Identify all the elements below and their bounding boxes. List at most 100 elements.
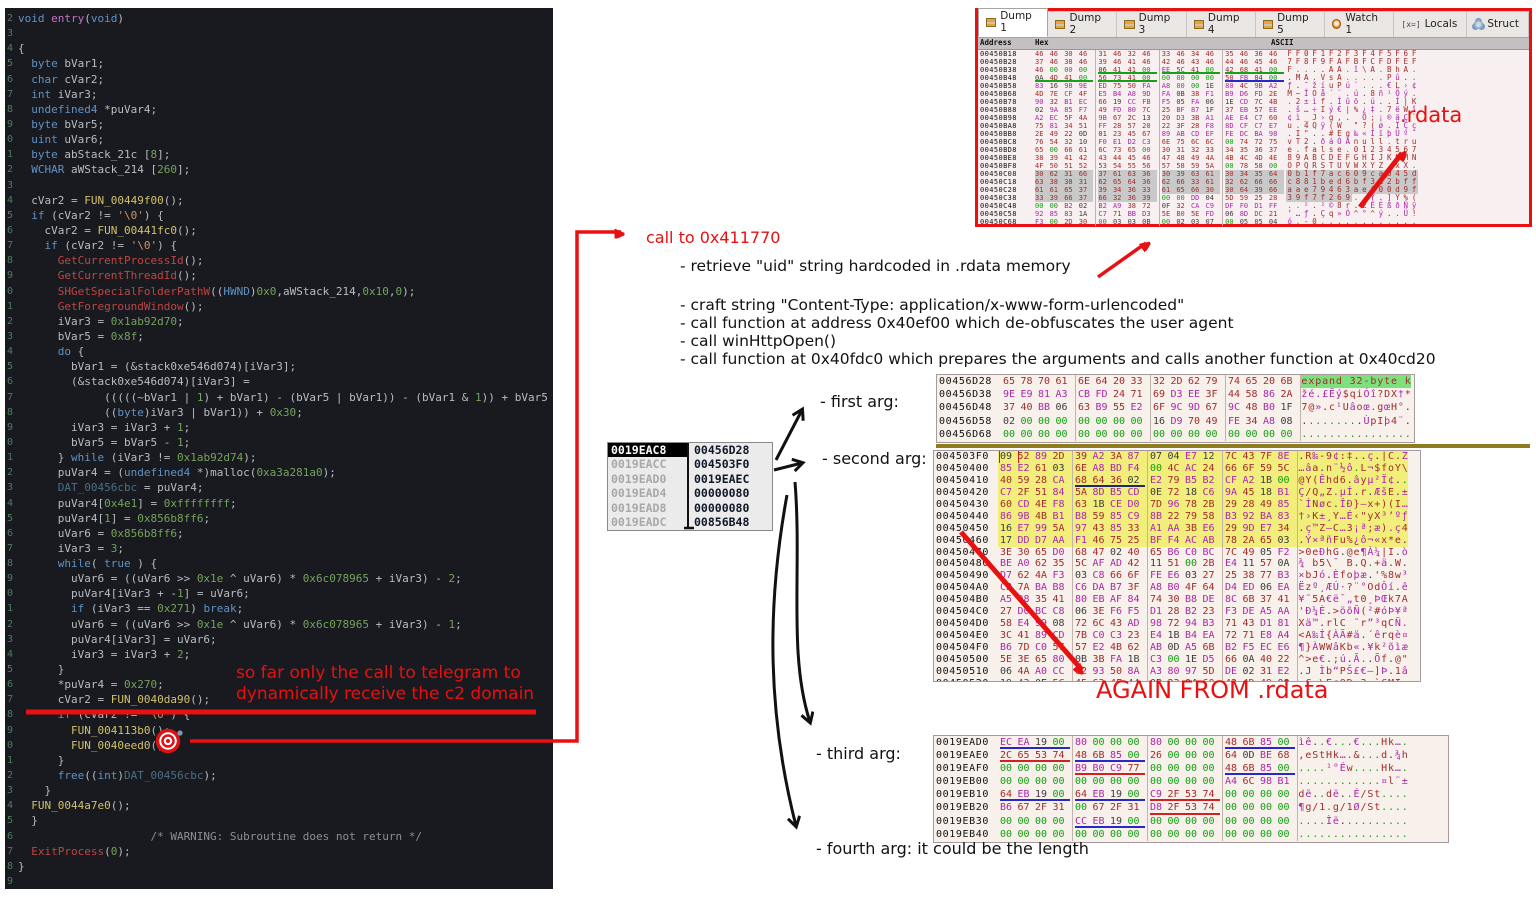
tab-locals[interactable]: [x=]Locals <box>1394 11 1468 37</box>
code-line[interactable]: 4 do { <box>7 345 85 359</box>
code-line[interactable]: 9 GetCurrentThreadId(); <box>7 269 197 283</box>
code-line[interactable]: 8 if (cVar2 != '\0') { <box>7 708 191 722</box>
code-line[interactable]: 4{ <box>7 42 25 56</box>
code-line[interactable]: 6 (&stack0xe546d074)[iVar3] = <box>7 375 250 389</box>
tab-dump-1[interactable]: Dump 1 <box>978 8 1049 37</box>
code-line[interactable]: 7 (((((~bVar1 | 1) + bVar1) - (bVar5 | b… <box>7 390 548 404</box>
code-line[interactable]: 2 iVar3 = 0x1ab92d70; <box>7 314 184 328</box>
dump-row[interactable]: 0045052019430E5C45634F440B330460434D4908… <box>934 677 1420 681</box>
code-line[interactable]: 3 DAT_00456cbc = puVar4; <box>7 481 204 495</box>
code-line[interactable]: 3 <box>5 26 553 41</box>
code-line[interactable]: 6 *puVar4 = 0x270; <box>7 678 164 692</box>
code-line[interactable]: 9 <box>5 874 553 889</box>
code-line[interactable]: 8 undefined4 *puVar4; <box>7 102 158 116</box>
code-line[interactable]: 1 } while (iVar3 != 0x1ab92d74); <box>7 451 257 465</box>
code-line[interactable]: 5 } <box>7 663 65 677</box>
code-line[interactable]: 6 uVar6 = 0x856b8ff6; <box>7 526 184 540</box>
code-line[interactable]: 6 cVar2 = FUN_00441fc0(); <box>7 223 197 237</box>
code-line[interactable]: 4 puVar4[0x4e1] = 0xffffffff; <box>7 496 237 510</box>
tab-dump-5[interactable]: Dump 5 <box>1255 11 1326 37</box>
code-line[interactable]: 4 iVar3 = iVar3 + 2; <box>7 647 191 661</box>
code-line[interactable]: 9 FUN_004113b0(); <box>7 723 171 737</box>
code-line[interactable]: 8} <box>7 859 25 873</box>
code-line[interactable]: 7 ExitProcess(0); <box>7 844 131 858</box>
code-line[interactable]: 2 free((int)DAT_00456cbc); <box>7 769 217 783</box>
code-line[interactable]: 3 bVar5 = 0x8f; <box>7 329 144 343</box>
code-line[interactable]: 7 if (cVar2 != '\0') { <box>7 239 177 253</box>
code-line[interactable]: 5 byte bVar1; <box>7 57 105 71</box>
code-line[interactable]: 6 /* WARNING: Subroutine does not return… <box>7 829 422 843</box>
code-line[interactable]: 5 } <box>7 814 38 828</box>
code-line[interactable]: 9 iVar3 = iVar3 + 1; <box>7 420 191 434</box>
tab-watch-1[interactable]: Watch 1 <box>1325 11 1395 37</box>
code-line[interactable]: 8 ((byte)iVar3 | bVar1)) + 0x30; <box>7 405 303 419</box>
code-line[interactable]: 8 while( true ) { <box>7 557 158 571</box>
code-line[interactable]: 7 iVar3 = 3; <box>7 541 124 555</box>
code-line[interactable]: 3 } <box>7 784 52 798</box>
code-line[interactable]: 0 puVar4[iVar3 + -1] = uVar6; <box>7 587 250 601</box>
code-line[interactable]: 1 } <box>7 753 65 767</box>
code-line[interactable]: 5 bVar1 = (&stack0xe546d074)[iVar3]; <box>7 360 297 374</box>
tab-dump-2[interactable]: Dump 2 <box>1048 11 1118 37</box>
code-line[interactable]: 6 char cVar2; <box>7 72 105 86</box>
code-line[interactable]: 1 byte abStack_21c [8]; <box>7 148 171 162</box>
code-line[interactable]: 5 if (cVar2 != '\0') { <box>7 208 164 222</box>
code-line[interactable]: 0 FUN_0040eed0(); <box>7 738 171 752</box>
code-line[interactable]: 3 <box>5 178 553 193</box>
code-line[interactable]: 8 GetCurrentProcessId(); <box>7 254 204 268</box>
tab-dump-4[interactable]: Dump 4 <box>1186 11 1256 37</box>
code-line[interactable]: 1 if (iVar3 == 0x271) break; <box>7 602 244 616</box>
